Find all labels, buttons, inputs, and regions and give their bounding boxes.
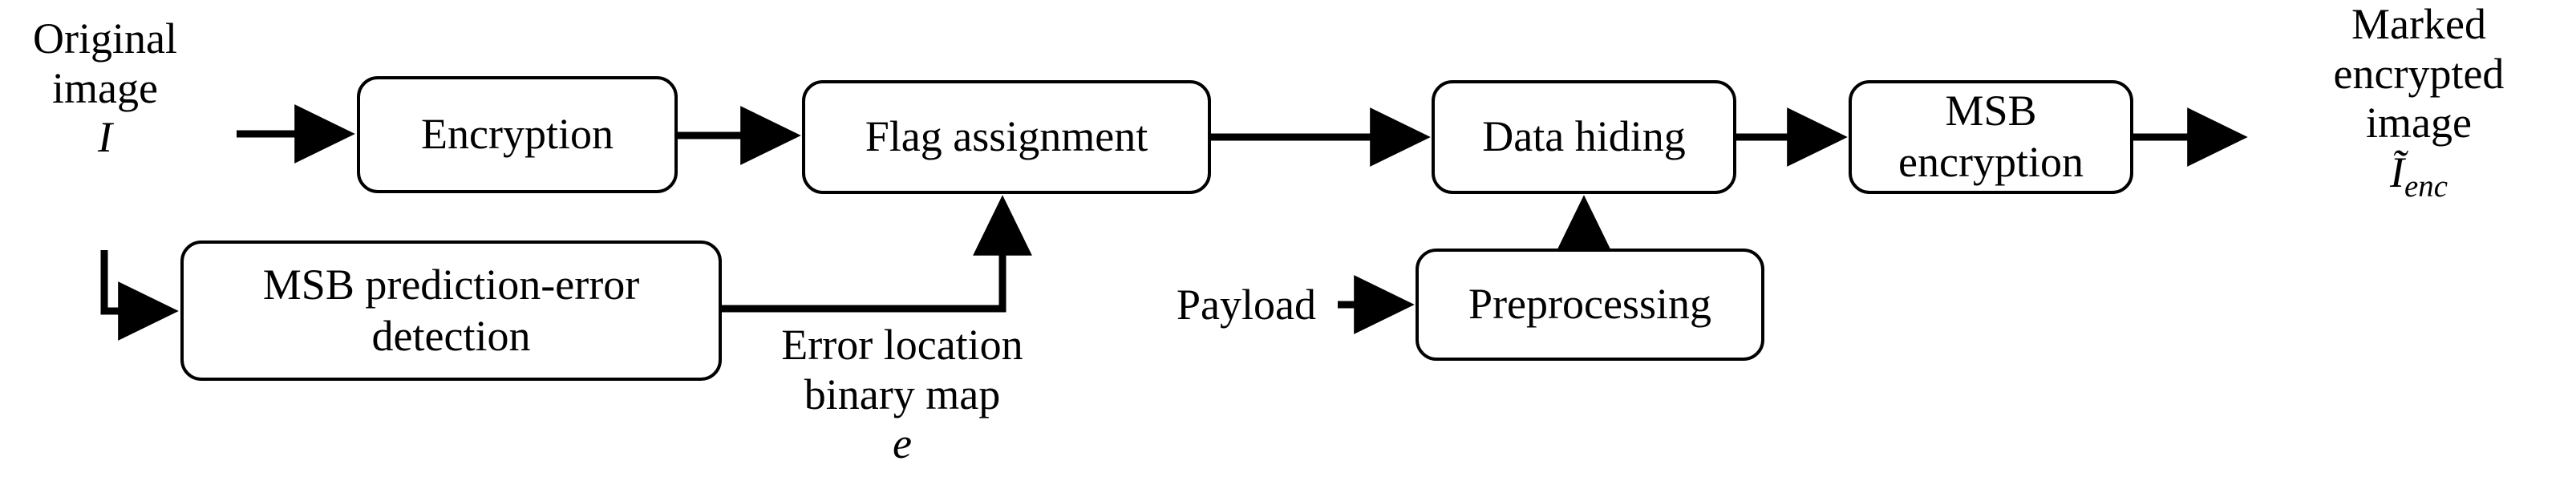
msb-detection-line2: detection: [371, 311, 531, 360]
output-label: Marked encrypted image Ĩenc: [2262, 0, 2576, 204]
error-map-line1: Error location: [781, 321, 1023, 369]
edge-input-to-msb-detection: [100, 250, 179, 341]
output-symbol-subscript: enc: [2404, 168, 2448, 204]
error-map-label: Error location binary map e: [750, 321, 1055, 469]
output-symbol-base: Ĩ: [2390, 148, 2405, 196]
input-label-line1: Original: [33, 14, 177, 63]
node-data-hiding-label: Data hiding: [1482, 112, 1686, 161]
node-msb-encryption[interactable]: MSB encryption: [1849, 80, 2133, 194]
output-label-line3: image: [2366, 99, 2472, 148]
input-symbol: I: [98, 113, 112, 162]
payload-text: Payload: [1177, 281, 1316, 329]
node-data-hiding[interactable]: Data hiding: [1432, 80, 1736, 194]
input-label-line2: image: [52, 63, 158, 112]
node-msb-encryption-label: MSB encryption: [1898, 87, 2084, 186]
input-label: Original image I: [0, 14, 210, 163]
edge-msb-detection-to-flag: [722, 195, 1032, 313]
node-flag-assignment[interactable]: Flag assignment: [802, 80, 1211, 194]
error-map-line2: binary map: [804, 370, 1001, 418]
node-flag-assignment-label: Flag assignment: [865, 112, 1148, 161]
msb-detection-line1: MSB prediction-error: [262, 260, 640, 309]
node-preprocessing-label: Preprocessing: [1468, 280, 1711, 329]
payload-label: Payload: [1155, 281, 1338, 330]
node-encryption[interactable]: Encryption: [357, 76, 678, 193]
output-label-line1: Marked: [2351, 0, 2486, 48]
node-encryption-label: Encryption: [421, 110, 614, 159]
error-map-symbol: e: [893, 419, 912, 468]
node-preprocessing[interactable]: Preprocessing: [1416, 249, 1764, 361]
output-symbol: Ĩenc: [2262, 148, 2576, 204]
output-label-line2: encrypted: [2333, 49, 2505, 98]
